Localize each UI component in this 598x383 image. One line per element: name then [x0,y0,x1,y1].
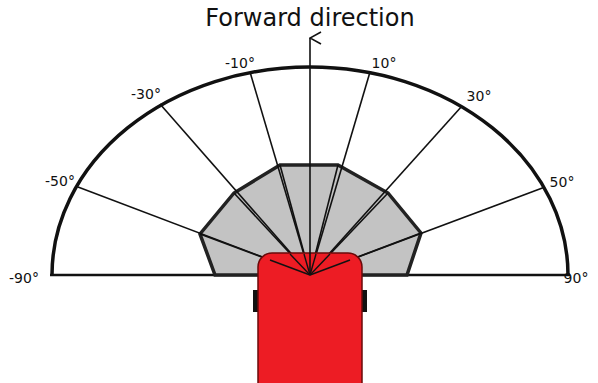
angle-label: -30° [131,87,161,101]
arrow-title: Forward direction [205,6,414,30]
sector-lines [78,72,545,275]
forward-arrow [309,38,311,275]
angle-label: -50° [45,174,75,188]
angle-label: 30° [467,89,492,103]
angle-label: 50° [550,175,575,189]
angle-label: 90° [564,271,589,285]
angle-label: 10° [372,56,397,70]
angle-label: -10° [225,56,255,70]
angle-label: -90° [9,271,39,285]
